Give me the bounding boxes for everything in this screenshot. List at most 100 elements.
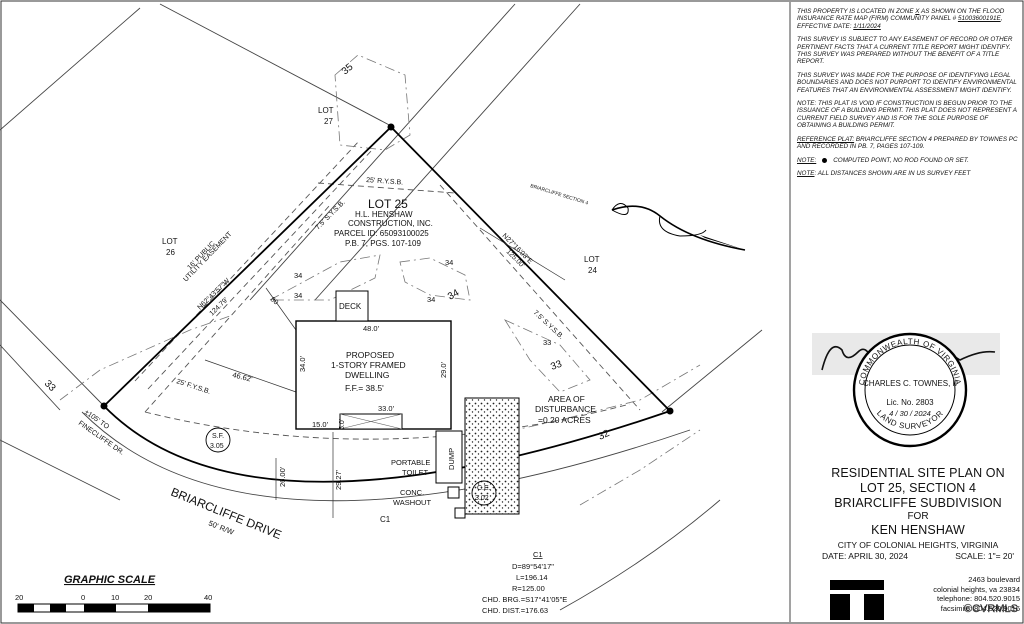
reference-plat-text: BRIARCLIFFE SECTION 4 PREPARED BY TOWNES… [797, 135, 1018, 151]
silt-fence-code: S.F. [212, 433, 224, 440]
graphic-scale: GRAPHIC SCALE 20 0 10 20 40 [15, 574, 212, 613]
disturbance-label-3: =0.20 ACRES [538, 415, 591, 425]
washout-label-2: WASHOUT [393, 498, 431, 507]
dwelling-label-3: DWELLING [345, 370, 389, 380]
washout-label-1: CONC. [400, 488, 424, 497]
watermark: ©CVRMLS [964, 603, 1018, 615]
flood-note: THIS PROPERTY IS LOCATED IN ZONE X AS SH… [797, 8, 1019, 30]
title-for: FOR [907, 511, 929, 522]
utility-easement [134, 139, 373, 390]
contour-32: 32 [597, 428, 612, 443]
address-line-3: telephone: 804.520.9015 [937, 594, 1020, 603]
curve-title: C1 [533, 550, 543, 559]
curve-chord-bearing: CHD. BRG.=S17°41'05"E [482, 595, 567, 604]
scale-label-20a: 20 [15, 593, 23, 602]
silt-fence-callout [205, 427, 231, 453]
street-marker-label: BRIARCLIFFE SECTION 4 [529, 183, 589, 206]
lot-27-number: 27 [324, 117, 333, 126]
flood-zone: X [915, 8, 920, 15]
curve-label: C1 [380, 515, 391, 524]
dwelling-label-2: 1-STORY FRAMED [331, 360, 406, 370]
date-scale-row: DATE: APRIL 30, 2024 SCALE: 1"= 20' [820, 551, 1016, 562]
contour-33-b: 33 [549, 359, 564, 373]
utility-easement-label-2: UTILITY EASEMENT [182, 230, 234, 283]
lot-boundary [103, 126, 671, 483]
address-line-4: facsimile: 804.520.9016 [940, 603, 1020, 613]
street-marker [611, 203, 746, 251]
reference-plat-label: REFERENCE PLAT: [797, 135, 855, 143]
dim-15: 15.0' [312, 420, 329, 429]
builder-company: CONSTRUCTION, INC. [348, 219, 433, 228]
construction-entrance [464, 397, 520, 515]
easement-note: THIS SURVEY IS SUBJECT TO ANY EASEMENT O… [797, 36, 1013, 66]
computed-point-icon [822, 157, 828, 163]
disturbance-label-2: DISTURBANCE [535, 404, 596, 414]
title-block: RESIDENTIAL SITE PLAN ON LOT 25, SECTION… [820, 466, 1016, 562]
curve-length: L=196.14 [516, 573, 548, 582]
note-1-text: COMPUTED POINT, NO ROD FOUND OR SET. [833, 156, 969, 164]
lot-24-number: 24 [588, 266, 597, 275]
finished-floor: F.F.= 38.5' [345, 383, 384, 393]
seal-license: Lic. No. 2803 [886, 398, 934, 407]
company-address: 2463 boulevard colonial heights, va 2383… [898, 575, 1020, 613]
dim-29: 29.0' [439, 361, 448, 378]
flood-panel: 51003600191E [957, 15, 1001, 23]
note-2-label: NOTE [797, 169, 815, 177]
contour-34-b: 34 [294, 291, 302, 300]
adjacent-lot-lines [0, 3, 763, 611]
note-2-text: : ALL DISTANCES SHOWN ARE IN US SURVEY F… [814, 169, 971, 177]
plan-date: DATE: APRIL 30, 2024 [822, 551, 908, 561]
concrete-washout [454, 507, 466, 519]
construction-entrance-callout [471, 480, 497, 506]
disturbance-label-1: AREA OF [548, 394, 585, 404]
side-setback-right-label: 7.5' S.Y.S.B. [532, 309, 565, 340]
side-setback-left-label: 7.5' S.Y.S.B. [314, 199, 346, 231]
client-name: KEN HENSHAW [871, 523, 965, 537]
curve-radius: R=125.00 [512, 584, 545, 593]
city-name: CITY OF COLONIAL HEIGHTS, VIRGINIA [837, 540, 999, 550]
dim-5: 5.0' [339, 419, 346, 430]
dim-33: 33.0' [378, 404, 395, 413]
note-1-label: NOTE: [797, 156, 817, 164]
dim-80: 80 [269, 296, 280, 306]
lot-24-label: LOT [584, 255, 600, 264]
flood-note-prefix: THIS PROPERTY IS LOCATED IN ZONE [797, 8, 914, 15]
deck [335, 290, 369, 322]
address-line-2: colonial heights, va 23834 [933, 584, 1020, 594]
title-line-3: BRIARCLIFFE SUBDIVISION [834, 496, 1002, 510]
contour-34-a: 34 [294, 271, 302, 280]
dump-label: DUMP [447, 448, 456, 470]
contour-34-c: 34 [445, 258, 453, 267]
void-note: NOTE: THIS PLAT IS VOID IF CONSTRUCTION … [797, 100, 1017, 130]
dwelling-label-1: PROPOSED [346, 350, 394, 360]
surveyor-seal: COMMONWEALTH OF VIRGINIA LAND SURVEYOR C… [812, 332, 1000, 448]
plan-labels: LOT 27 LOT 26 LOT 24 LOT 25 H.L. HENSHAW… [42, 61, 612, 542]
lot-25-title: LOT 25 [368, 197, 408, 211]
dim-26-00: 26.00' [278, 466, 287, 487]
contour-34-d: 34 [427, 295, 435, 304]
scale-label-0: 0 [81, 593, 85, 602]
curve-chord-distance: CHD. DIST.=176.63 [482, 606, 548, 615]
deck-label: DECK [339, 302, 362, 311]
plat-book: P.B. 7, PGS. 107-109 [345, 239, 421, 248]
contour-34-e: 34 [446, 287, 462, 302]
company-logo [830, 580, 884, 620]
corner-point-east [666, 407, 674, 415]
contour-33-a: 33 [543, 338, 551, 347]
scale-label-10: 10 [111, 593, 119, 602]
general-notes: THIS PROPERTY IS LOCATED IN ZONE X AS SH… [797, 8, 1019, 183]
contour-35: 35 [340, 61, 356, 77]
computed-point-note: NOTE: COMPUTED POINT, NO ROD FOUND OR SE… [797, 157, 1019, 164]
portable-toilet [447, 486, 460, 499]
contour-33-c: 33 [42, 378, 58, 394]
dim-34: 34.0' [298, 355, 307, 372]
scale-label-40: 40 [204, 593, 212, 602]
title-line-2: LOT 25, SECTION 4 [859, 481, 977, 495]
purpose-note: THIS SURVEY WAS MADE FOR THE PURPOSE OF … [797, 71, 1017, 94]
plan-scale: SCALE: 1"= 20' [955, 551, 1014, 561]
setback-lines [144, 182, 641, 440]
reference-plat-note: REFERENCE PLAT: BRIARCLIFFE SECTION 4 PR… [797, 136, 1019, 151]
dumpster [435, 430, 463, 484]
rear-setback-label: 25' R.Y.S.B. [366, 177, 403, 187]
